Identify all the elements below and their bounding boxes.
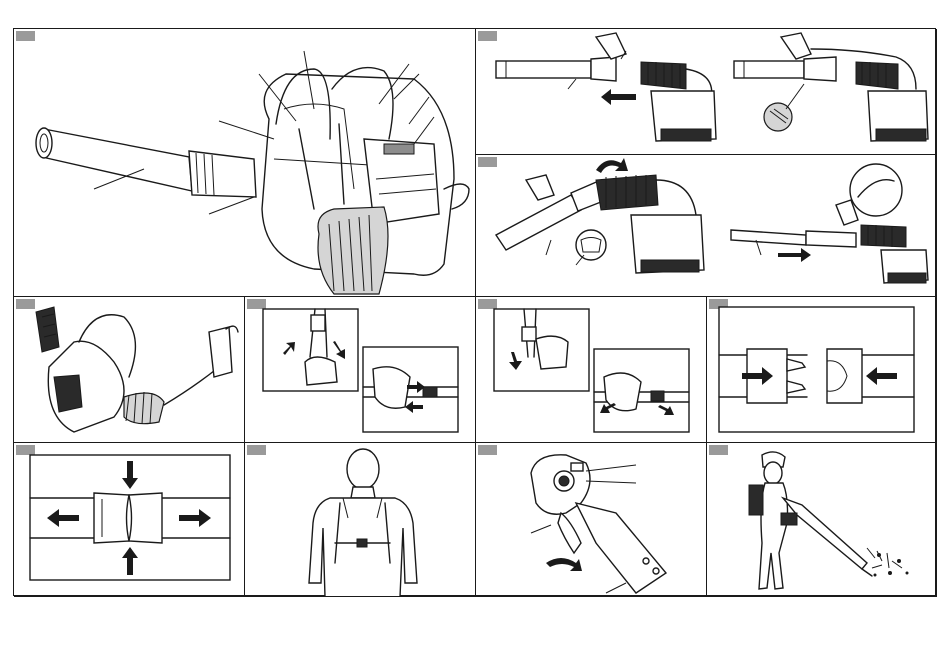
instruction-sheet	[13, 28, 936, 596]
strap-loosen-illustration	[476, 297, 707, 443]
operating-position-illustration	[707, 443, 937, 597]
debris-cloud	[867, 548, 909, 577]
hose-attach-illustration	[476, 155, 937, 297]
panel-wearing-harness	[245, 443, 476, 597]
panel-strap-loosen	[476, 297, 707, 443]
panel-shoulder-strap-adjust	[245, 297, 476, 443]
panel-operating-position	[707, 443, 937, 597]
panel-hose-attach	[476, 155, 937, 297]
panel-trigger-control	[476, 443, 707, 597]
buckle-release-illustration	[14, 443, 245, 597]
battery-insert-illustration	[14, 297, 245, 443]
panel-buckle-connect	[707, 297, 937, 443]
panel-assembly-overview	[14, 29, 476, 297]
trigger-control-illustration	[476, 443, 707, 597]
leaf-blower-illustration	[14, 29, 476, 297]
wearing-harness-illustration	[245, 443, 476, 597]
buckle-connect-illustration	[707, 297, 937, 443]
tube-removal-illustration	[476, 29, 937, 155]
panel-battery-insert	[14, 297, 245, 443]
shoulder-strap-illustration	[245, 297, 476, 443]
panel-buckle-release	[14, 443, 245, 597]
panel-tube-removal	[476, 29, 937, 155]
